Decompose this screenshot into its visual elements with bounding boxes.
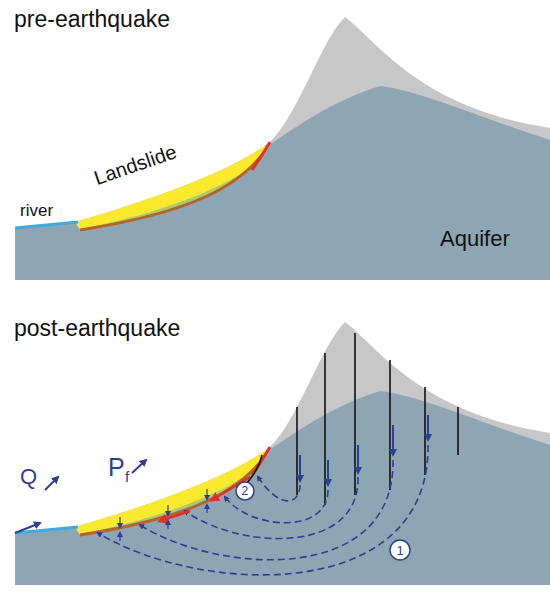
feature-label: Landslide — [91, 141, 178, 188]
feature-label: river — [20, 202, 53, 219]
pre-panel — [15, 17, 550, 280]
symbol-label: P — [108, 455, 125, 480]
panel-title: post-earthquake — [14, 317, 180, 340]
symbol-subscript: f — [125, 469, 129, 484]
callout-number: 2 — [242, 485, 249, 497]
post-panel — [15, 322, 550, 585]
feature-label: Aquifer — [440, 228, 510, 250]
callout-number: 1 — [397, 544, 404, 557]
panel-title: pre-earthquake — [14, 8, 170, 31]
symbol-label: Q — [20, 466, 37, 488]
